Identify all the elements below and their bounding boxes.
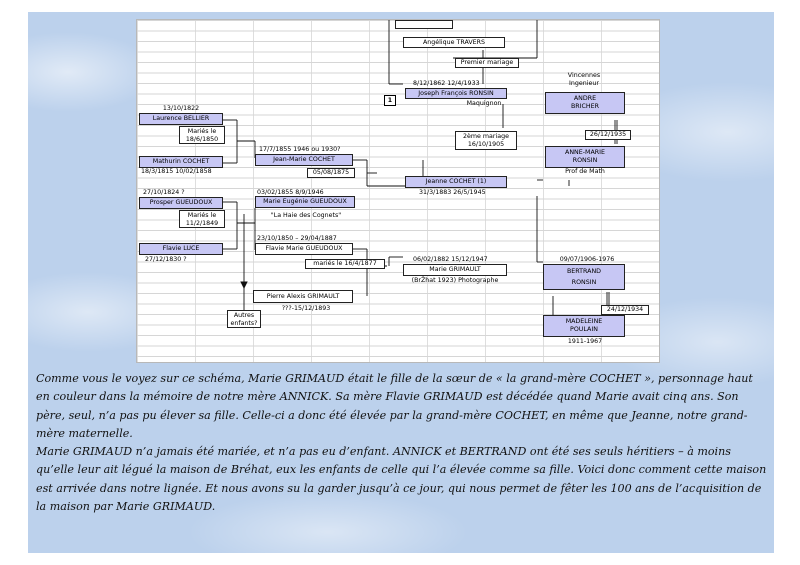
family-tree-chart: Angélique TRAVERS Premier mariage 1 8/12… [136,19,660,363]
bertrand-last: RONSIN [571,279,597,286]
madeleine-dates: 1911-1967 [567,338,603,345]
label-prof-math: Prof de Math [565,168,605,175]
ronsin-profession: Maquignon [466,100,502,107]
marriage-1877: mariés le 16/4/1877 [305,259,385,269]
maries-date-1850: 18/6/1850 [185,135,219,143]
flavie-dates: 23/10/1850 – 29/04/1887 [257,235,337,242]
ronsin-dates: 8/12/1862 12/4/1933 [413,80,480,87]
person-mathurin-cochet: Mathurin COCHET [139,156,223,168]
person-flavie-marie-gueudoux: Flavie Marie GUEUDOUX [255,243,353,255]
andre-first: ANDRE [573,95,597,102]
madeleine-first: MADELEINE [565,318,603,325]
autres-label: Autres [233,312,255,319]
date-1934: 24/12/1934 [601,305,649,315]
marriage-1850: Mariés le 18/6/1850 [179,126,225,144]
gueudoux-dates: 03/02/1855 8/9/1946 [257,189,324,196]
person-anne-marie-ronsin: ANNE-MARIE RONSIN [545,146,625,168]
anne-marie-first: ANNE-MARIE [565,149,605,156]
maries-label-1849: Mariés le [187,212,217,219]
madeleine-last: POULAIN [570,326,598,333]
jeanne-dates: 31/3/1883 26/5/1945 [419,189,486,196]
top-partial-box [395,20,453,29]
person-flavie-luce: Flavie LUCE [139,243,223,255]
mathurin-dates: 18/3/1815 10/02/1858 [141,168,212,175]
label-premier-mariage: Premier mariage [455,58,519,68]
person-angelique-travers: Angélique TRAVERS [403,37,505,48]
maries-date-1849: 11/2/1849 [185,219,219,227]
person-bertrand-ronsin: BERTRAND RONSIN [543,264,625,290]
person-joseph-ronsin: Joseph François RONSIN [405,88,507,99]
second-marriage-label: 2ème mariage [463,133,509,140]
narrative-paragraph-2: Marie GRIMAUD n’a jamais été mariée, et … [36,445,767,514]
label-vincennes: Vincennes [567,72,601,79]
enfants-label: enfants? [230,319,258,327]
person-prosper-gueudoux: Prosper GUEUDOUX [139,197,223,209]
grimault-profession: (BrŽhat 1923) Photographe [411,277,499,284]
prosper-date: 27/10/1824 ? [143,189,185,196]
person-andre-bricher: ANDRE BRICHER [545,92,625,114]
date-1875: 05/08/1875 [307,168,355,178]
person-madeleine-poulain: MADELEINE POULAIN [543,315,625,337]
maries-label-1850: Mariés le [187,128,217,135]
label-la-haie: "La Haie des Cognets" [270,212,342,219]
page-background: Angélique TRAVERS Premier mariage 1 8/12… [28,12,774,553]
person-pierre-alexis-grimault: Pierre Alexis GRIMAULT [253,290,353,303]
second-marriage: 2ème mariage 16/10/1905 [455,131,517,150]
person-jean-marie-cochet: Jean-Marie COCHET [255,154,353,166]
other-children: Autres enfants? [227,310,261,328]
marriage-1849: Mariés le 11/2/1849 [179,210,225,228]
box-number: 1 [384,95,396,106]
second-marriage-date: 16/10/1905 [467,140,505,148]
bertrand-first: BERTRAND [566,268,602,275]
person-marie-grimault: Marie GRIMAULT [403,264,507,276]
andre-last: BRICHER [570,103,600,110]
grimault-dates: 06/02/1882 15/12/1947 [413,256,488,263]
anne-marie-last: RONSIN [572,157,598,164]
person-laurence-bellier: Laurence BELLIER [139,113,223,125]
person-marie-eugenie-gueudoux: Marie Eugénie GUEUDOUX [255,196,355,208]
label-ingenieur: Ingenieur [569,80,599,87]
person-jeanne-cochet: Jeanne COCHET (1) [405,176,507,188]
narrative-text: Comme vous le voyez sur ce schéma, Marie… [36,370,768,516]
bertrand-dates: 09/07/1906-1976 [559,256,615,263]
luce-dates: 27/12/1830 ? [145,256,187,263]
date-1935: 26/12/1935 [585,130,631,140]
bellier-date: 13/10/1822 [162,105,200,112]
pierre-dates: ???-15/12/1893 [281,305,331,312]
narrative-paragraph-1: Comme vous le voyez sur ce schéma, Marie… [36,372,753,440]
cochet-dates: 17/7/1855 1946 ou 1930? [259,146,341,153]
